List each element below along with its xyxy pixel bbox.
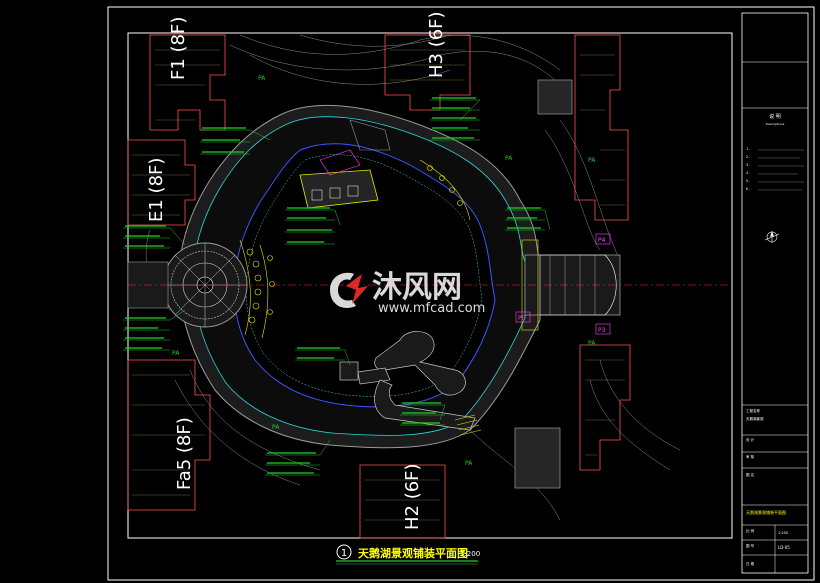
note-2: 2. [746,155,750,159]
scale-label: 比 例 [746,528,755,533]
building-label-e1: E1 (8F) [146,158,167,222]
drawing-title-text: 天鹅湖景观铺装平面图 [358,546,468,560]
title-block: 说 明 Descriptions 1. 2. 3. 4. 5. 6. 工程名称 … [741,12,809,574]
drawing-scale: 1:200 [460,550,480,558]
drawing-name: 天鹅湖景观铺装平面图 [746,509,786,515]
zone-tag: PA [465,460,473,467]
project-label: 工程名称 [746,408,760,413]
zone-tags: PA PA PA PA PA PA PA [172,75,596,467]
north-deck [299,119,391,209]
building-h2-outline [359,464,446,539]
zone-tag: PA [172,350,180,357]
drawing-number-circle [336,544,352,560]
building-right-top-outline [574,34,629,221]
gate-tag-p3: P3 [598,327,606,334]
kiosks [514,79,573,489]
check-label: 审 核 [746,454,755,459]
south-steps [454,414,482,436]
sheet-value: LD-05 [778,545,790,550]
building-e1-outline [127,139,196,226]
sheet-label: 图 号 [746,543,755,548]
drawing-label: 图 名 [746,472,754,477]
scale-value: 1:200 [778,531,788,535]
gate-tag-p5: P5 [518,315,526,322]
watermark: 沐风网 www.mfcad.com [330,270,485,316]
gate-tag-p4: P4 [598,237,606,244]
watermark-logo-icon [330,272,368,309]
title-block-notes: 1. 2. 3. 4. 5. 6. [746,147,750,191]
note-5: 5. [746,179,750,183]
watermark-brand: 沐风网 [372,270,462,305]
watermark-url: www.mfcad.com [378,301,485,316]
note-4: 4. [746,171,750,175]
building-hatching [132,49,625,521]
annotation-text-stubs [125,97,541,474]
building-right-bottom-outline [579,344,631,471]
date-label: 日 期 [746,561,755,566]
title-block-section-heading: 说 明 [769,113,781,120]
note-1: 1. [746,147,750,151]
building-label-h3: H3 (6F) [426,11,447,78]
zone-tag: PA [588,340,596,347]
stepping-stones [239,159,471,339]
note-6: 6. [746,187,750,191]
title-block-section-heading-en: Descriptions [766,122,785,126]
drawing-number: 1 [341,548,347,559]
zone-tag: PA [258,75,266,82]
building-label-f1: F1 (8F) [168,17,189,80]
drawing-title: 1 天鹅湖景观铺装平面图 1:200 [336,544,480,565]
design-label: 设 计 [746,437,755,442]
zone-tag: PA [588,157,596,164]
annotation-leaders [123,99,551,476]
building-label-fa5: Fa5 (8F) [174,417,195,490]
building-label-h2: H2 (6F) [402,463,423,530]
north-arrow-icon [764,231,780,243]
building-fa5-outline [127,359,211,511]
zone-tag: PA [272,424,280,431]
zone-tag: PA [505,155,513,162]
sheet-border [107,6,815,581]
project-name: 天鹅湖景观 [746,416,764,421]
gate-tags: P4 P5 P3 [515,233,611,335]
note-3: 3. [746,163,750,167]
